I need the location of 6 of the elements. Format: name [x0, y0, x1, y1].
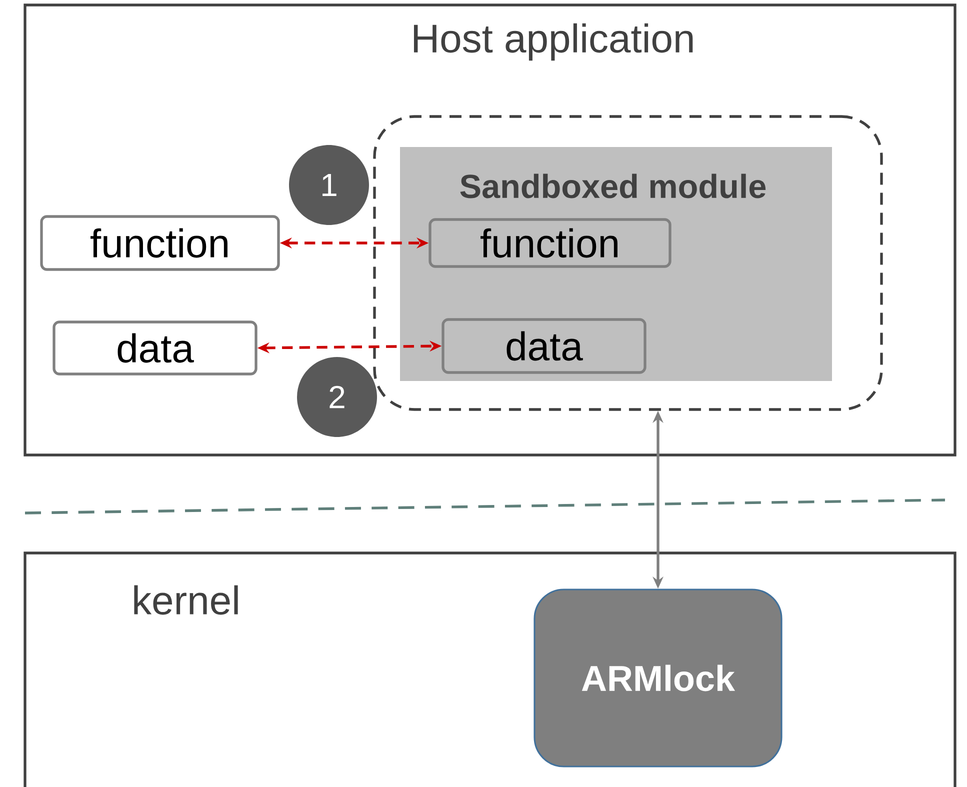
- label-box: data: [52, 320, 258, 376]
- module-box: ARMlock: [534, 588, 782, 768]
- label-box: function: [40, 215, 280, 271]
- label-box: data: [442, 318, 646, 374]
- label-box: function: [428, 218, 672, 268]
- dashed-region: [373, 115, 883, 411]
